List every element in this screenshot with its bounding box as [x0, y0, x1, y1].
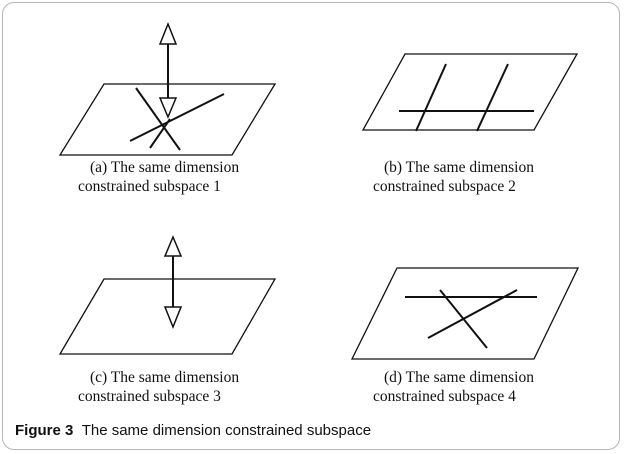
panel-a-line-3	[149, 118, 171, 149]
panel-b-caption-line2: constrained subspace 2	[373, 178, 516, 195]
panel-a-caption: (a) The same dimension constrained subsp…	[78, 158, 240, 196]
panel-c-caption-line1: (c) The same dimension	[90, 369, 240, 386]
panel-d-caption-line1: (d) The same dimension	[384, 369, 534, 386]
panel-a-line-2	[129, 93, 225, 142]
panel-c-caption: (c) The same dimension constrained subsp…	[78, 368, 240, 406]
panel-c-double-arrow	[163, 235, 183, 330]
panel-a-caption-line2: constrained subspace 1	[78, 178, 221, 195]
panel-d-plane	[350, 267, 580, 360]
panel-b-line-diag-2	[476, 63, 509, 132]
panel-a-line-1	[135, 87, 181, 151]
panel-b-line-diag-1	[415, 63, 447, 132]
figure-frame	[2, 2, 620, 450]
panel-b-plane	[361, 53, 579, 131]
figure-caption: Figure 3 The same dimension constrained …	[15, 422, 371, 439]
panel-a-double-arrow	[158, 21, 178, 119]
panel-d-line-diag-2	[427, 289, 518, 339]
panel-c-caption-line2: constrained subspace 3	[78, 388, 221, 405]
panel-b-diagram	[361, 53, 579, 132]
panel-c-plane	[58, 278, 277, 355]
panel-d-caption: (d) The same dimension constrained subsp…	[373, 368, 534, 406]
panel-d-diagram	[350, 267, 580, 360]
panel-a-caption-line1: (a) The same dimension	[90, 159, 240, 176]
panel-b-caption-line1: (b) The same dimension	[384, 159, 534, 176]
panel-d-caption-line2: constrained subspace 4	[373, 388, 516, 405]
panel-a-plane	[58, 83, 277, 156]
panel-a-diagram	[58, 21, 277, 156]
panel-c-diagram	[58, 235, 277, 355]
panel-b-caption: (b) The same dimension constrained subsp…	[373, 158, 534, 196]
figure-caption-text: The same dimension constrained subspace	[81, 422, 372, 439]
figure-caption-label: Figure 3	[15, 422, 74, 439]
